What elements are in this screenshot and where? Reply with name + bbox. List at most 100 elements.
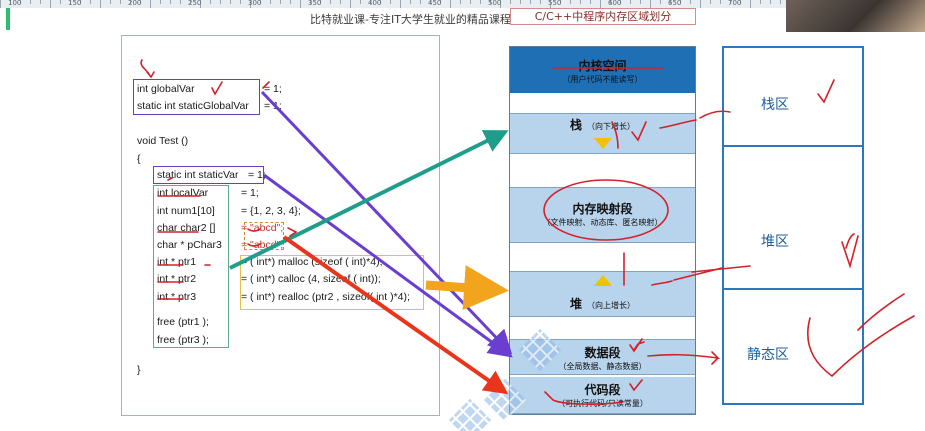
- ruler-tick: [750, 0, 751, 8]
- ruler-tick: [740, 0, 741, 4]
- ruler-tick: [490, 0, 491, 4]
- ruler-tick: [640, 0, 641, 4]
- segment-kernel: 内核空间 （用户代码不能读写）: [510, 47, 695, 93]
- ruler-tick: [120, 0, 121, 4]
- ruler-tick: [550, 0, 551, 8]
- ruler-tick: [720, 0, 721, 4]
- code-global-var: int globalVar: [137, 83, 195, 95]
- arrow-static-to-data: [263, 173, 513, 358]
- ruler-label: 600: [608, 0, 622, 7]
- ruler-tick: [390, 0, 391, 4]
- ruler-tick: [610, 0, 611, 4]
- ruler-tick: [580, 0, 581, 4]
- ruler-tick: [470, 0, 471, 4]
- ruler-label: 500: [488, 0, 502, 7]
- ruler-tick: [400, 0, 401, 8]
- code-open-brace: {: [137, 153, 141, 165]
- region-frame: 栈区 堆区 静态区: [722, 46, 864, 405]
- segment-data-title: 数据段: [584, 346, 621, 360]
- segment-mmap-sub: （文件映射、动态库、匿名映射）: [542, 218, 663, 227]
- code-global-var-value: = 1;: [264, 83, 282, 95]
- ruler-label: 200: [128, 0, 142, 7]
- code-panel: [121, 35, 440, 416]
- ruler-tick: [420, 0, 421, 4]
- segment-code-title: 代码段: [584, 383, 621, 397]
- code-num1-value: = {1, 2, 3, 4};: [241, 205, 301, 217]
- ruler-tick: [170, 0, 171, 4]
- arrow-heap-alloc-to-heap: [425, 265, 509, 311]
- code-char2: char char2 []: [157, 222, 216, 234]
- segment-kernel-title: 内核空间: [578, 59, 627, 73]
- ruler-tick: [190, 0, 191, 4]
- ruler-tick: [650, 0, 651, 8]
- ruler-label: 450: [428, 0, 442, 7]
- ruler-tick: [630, 0, 631, 4]
- segment-mmap: 内存映射段 （文件映射、动态库、匿名映射）: [510, 187, 695, 243]
- ruler-tick: [150, 0, 151, 8]
- ruler-tick: [160, 0, 161, 4]
- segment-stack-sub: （向下增长）: [587, 122, 636, 131]
- region-divider-2: [724, 288, 862, 290]
- ruler-tick: [70, 0, 71, 4]
- heap-up-arrow-icon: [594, 275, 612, 286]
- ruler-tick: [520, 0, 521, 4]
- ruler-tick: [600, 0, 601, 8]
- ruler-tick: [380, 0, 381, 4]
- ruler-tick: [90, 0, 91, 4]
- memory-layout-column: 内核空间 （用户代码不能读写） 栈 （向下增长） 内存映射段 （文件映射、动态库…: [509, 46, 696, 415]
- ruler-tick: [540, 0, 541, 4]
- stack-down-arrow-icon: [594, 138, 612, 149]
- segment-heap-sub: （向上增长）: [587, 301, 636, 310]
- ruler-tick: [690, 0, 691, 4]
- ruler-tick: [10, 0, 11, 4]
- code-static-global-var: static int staticGlobalVar: [137, 100, 249, 112]
- ruler-label: 150: [68, 0, 82, 7]
- ruler-tick: [620, 0, 621, 4]
- ruler-tick: [40, 0, 41, 4]
- ruler-tick: [590, 0, 591, 4]
- region-divider-1: [724, 145, 862, 147]
- memory-layout-title: C/C++中程序内存区域划分: [510, 8, 696, 25]
- ruler-tick: [80, 0, 81, 4]
- code-ptr3: int * ptr3: [157, 291, 197, 303]
- global-vars-box: [133, 79, 260, 115]
- ruler-tick: [670, 0, 671, 4]
- segment-stack-title: 栈: [569, 118, 582, 132]
- ruler-tick: [250, 0, 251, 8]
- region-static-label: 静态区: [747, 347, 789, 363]
- ruler-tick: [370, 0, 371, 4]
- ruler-label: 350: [308, 0, 322, 7]
- heap-alloc-box: [240, 255, 424, 310]
- ruler-tick: [330, 0, 331, 4]
- header-banner: 比特就业课-专注IT大学生就业的精品课程: [0, 8, 925, 32]
- ruler-tick: [500, 0, 501, 8]
- ruler-tick: [270, 0, 271, 4]
- ruler-tick: [180, 0, 181, 4]
- code-pchar3: char * pChar3: [157, 239, 222, 251]
- ruler-tick: [480, 0, 481, 4]
- handwritten-marks: [140, 59, 915, 405]
- ruler-tick: [510, 0, 511, 4]
- arrow-global-to-data: [260, 90, 513, 355]
- segment-heap: 堆 （向上增长）: [510, 271, 695, 317]
- ruler-tick: [460, 0, 461, 4]
- ruler-tick: [560, 0, 561, 4]
- ruler-tick: [320, 0, 321, 4]
- ruler-tick: [450, 0, 451, 8]
- ruler-tick: [710, 0, 711, 4]
- ruler-tick: [780, 0, 781, 4]
- segment-data-sub: （全局数据、静态数据）: [558, 362, 647, 371]
- ruler-tick: [260, 0, 261, 4]
- ruler-tick: [770, 0, 771, 4]
- ruler-label: 250: [188, 0, 202, 7]
- locals-box: [153, 185, 229, 348]
- ruler-tick: [220, 0, 221, 4]
- code-static-var-value: = 1;: [248, 169, 266, 181]
- ruler-label: 700: [728, 0, 742, 7]
- ruler-tick: [240, 0, 241, 4]
- segment-kernel-sub: （用户代码不能读写）: [562, 75, 643, 84]
- ruler-label: 400: [368, 0, 382, 7]
- banner-subtitle: 比特就业课-专注IT大学生就业的精品课程: [310, 13, 511, 26]
- ruler-tick: [300, 0, 301, 8]
